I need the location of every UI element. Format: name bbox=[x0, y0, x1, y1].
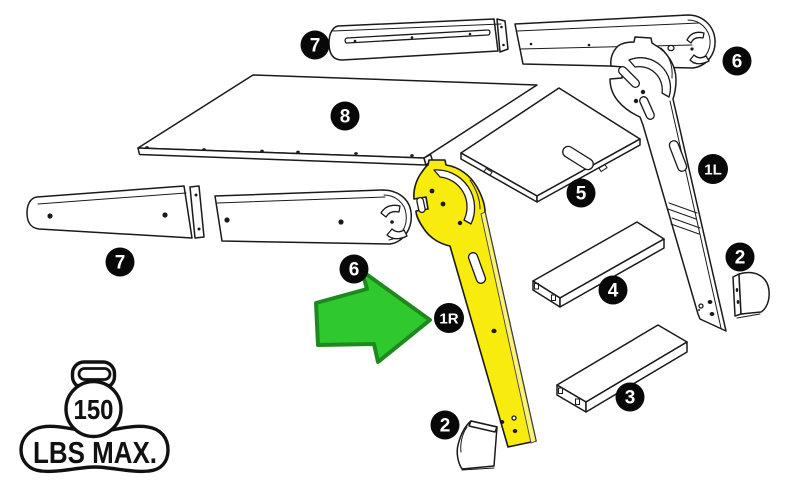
curved-slot bbox=[433, 169, 476, 225]
badge-upper-step: 4 bbox=[598, 275, 628, 305]
badge-top-right-rail: 6 bbox=[722, 46, 752, 76]
badge-label: 1L bbox=[704, 162, 722, 179]
edge-thickness-line bbox=[469, 179, 481, 210]
tab-notch bbox=[534, 283, 539, 290]
weight-limit-unit: LBS MAX. bbox=[33, 435, 157, 470]
badge-label: 2 bbox=[735, 248, 746, 269]
edge-thickness-band bbox=[480, 211, 537, 444]
foot-face bbox=[456, 420, 498, 470]
curved-slot bbox=[689, 54, 710, 65]
badge-label: 7 bbox=[115, 253, 126, 274]
edge-thickness-line bbox=[669, 100, 722, 329]
step-edge bbox=[559, 238, 665, 308]
badge-right-leg: 1R bbox=[434, 303, 464, 333]
badge-top-rail: 7 bbox=[300, 30, 330, 60]
badge-right-foot: 2 bbox=[725, 242, 755, 272]
leg-outline bbox=[413, 159, 537, 448]
tab-notch bbox=[483, 167, 493, 177]
part-mid-left-rail bbox=[26, 185, 205, 239]
highlight-arrow-icon bbox=[314, 269, 432, 364]
oblong-slot bbox=[467, 252, 487, 284]
curved-slot bbox=[628, 57, 672, 98]
tab-notch bbox=[575, 398, 580, 405]
foot-face bbox=[738, 271, 770, 315]
part-mid-right-rail bbox=[214, 189, 412, 245]
badge-label: 4 bbox=[608, 281, 619, 302]
oblong-slot bbox=[668, 140, 688, 172]
rail-edge-line bbox=[37, 192, 187, 205]
badge-label: 5 bbox=[576, 184, 587, 205]
part-upper-step bbox=[532, 221, 665, 308]
rail-edge-line bbox=[332, 23, 502, 32]
step-dado-lines bbox=[667, 202, 701, 235]
badge-label: 6 bbox=[732, 52, 743, 73]
tab-notch bbox=[558, 387, 563, 394]
screw-hole bbox=[511, 415, 517, 421]
badge-left-leg: 1L bbox=[698, 154, 728, 184]
tab-notch bbox=[551, 294, 556, 301]
curved-slot bbox=[380, 204, 401, 218]
badge-seat-panel: 5 bbox=[566, 178, 596, 208]
part-right-leg-highlighted bbox=[413, 159, 537, 448]
badge-label: 7 bbox=[310, 36, 321, 57]
oblong-slot bbox=[639, 96, 655, 120]
curved-slot bbox=[686, 31, 705, 44]
part-label-badges: 7 6 8 1L 5 7 6 1R bbox=[105, 30, 755, 440]
oblong-slot bbox=[416, 196, 426, 214]
foot-top-face bbox=[468, 420, 498, 433]
badge-label: 8 bbox=[340, 107, 351, 128]
badge-lower-step: 3 bbox=[615, 382, 645, 412]
part-top-rail bbox=[328, 18, 509, 61]
kettlebell-icon bbox=[64, 360, 123, 439]
foot-bottom-line bbox=[461, 467, 495, 471]
rail-body bbox=[26, 185, 193, 239]
badge-label: 2 bbox=[440, 416, 451, 437]
badge-tabletop: 8 bbox=[330, 101, 360, 131]
badge-mid-left-rail: 7 bbox=[105, 247, 135, 277]
tab-notch bbox=[598, 163, 608, 173]
edge-thickness-line bbox=[660, 47, 673, 79]
badge-left-foot: 2 bbox=[430, 410, 460, 440]
screw-holes bbox=[145, 146, 414, 157]
rail-groove bbox=[344, 29, 491, 44]
rail-edge-line bbox=[516, 22, 700, 32]
rail-end-strip bbox=[496, 18, 509, 53]
leg-outline bbox=[609, 36, 727, 332]
pivot-hole bbox=[667, 44, 675, 52]
badge-mid-right-rail: 6 bbox=[339, 254, 369, 284]
badge-label: 1R bbox=[439, 311, 458, 328]
badge-label: 6 bbox=[349, 260, 360, 281]
rail-body bbox=[214, 189, 412, 245]
badge-label: 3 bbox=[625, 388, 636, 409]
weight-limit-value: 150 bbox=[74, 394, 114, 425]
part-lower-step bbox=[556, 324, 688, 413]
foot-inner-arc bbox=[460, 426, 468, 453]
foot-bottom-line bbox=[736, 313, 761, 319]
part-left-foot bbox=[456, 420, 498, 471]
curved-slot bbox=[386, 228, 408, 240]
handle-slot bbox=[562, 145, 594, 171]
rail-end-strip bbox=[189, 185, 205, 239]
part-seat-panel bbox=[460, 87, 641, 203]
weight-limit-icon: 150 LBS MAX. bbox=[19, 360, 170, 474]
screw-hole bbox=[698, 303, 704, 309]
step-edge bbox=[585, 341, 688, 413]
oblong-slot bbox=[617, 65, 641, 89]
part-left-leg bbox=[609, 36, 727, 332]
rail-edge-line bbox=[216, 196, 386, 204]
part-right-foot bbox=[732, 271, 770, 319]
rail-step-line bbox=[519, 44, 693, 50]
panel-edge bbox=[536, 138, 641, 203]
